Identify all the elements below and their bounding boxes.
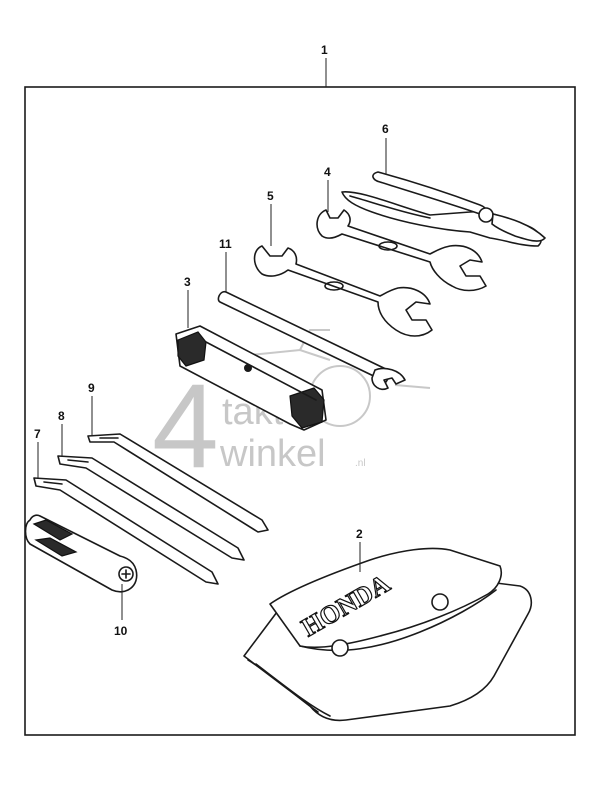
watermark-line2: winkel	[219, 433, 326, 475]
tommy-bar-icon	[217, 290, 393, 383]
screwdriver-9-icon	[87, 433, 269, 533]
screwdriver-8-icon	[57, 455, 245, 561]
box-spanner-hex-right	[289, 387, 325, 429]
screwdriver-8: 8	[57, 409, 245, 561]
callout-screwdriver-8: 8	[58, 409, 65, 423]
wrench-a-icon	[316, 209, 487, 292]
screwdriver-handle-cross	[121, 569, 131, 579]
wrench-b-icon	[253, 245, 433, 337]
tool-pouch-snap-left	[331, 639, 349, 657]
pliers-pivot	[478, 207, 494, 223]
pliers: 6	[341, 122, 546, 247]
screwdriver-handle: 10	[24, 514, 138, 638]
callout-handle: 10	[114, 624, 128, 638]
screwdriver-7-icon	[33, 477, 219, 585]
screwdriver-handle-flutes	[32, 519, 74, 541]
callout-wrench-b: 5	[267, 189, 274, 203]
screwdriver-7: 7	[33, 427, 219, 585]
screwdriver-8-groove	[67, 459, 89, 463]
box-spanner: 3	[175, 275, 327, 431]
box-spanner-hex-left	[177, 331, 207, 367]
pliers-grip	[349, 195, 431, 219]
tool-pouch: HONDA 2	[243, 527, 533, 722]
wrench-b: 5	[253, 189, 433, 337]
screwdriver-handle-flutes-2	[34, 537, 78, 557]
callout-bar: 11	[219, 237, 232, 251]
callout-screwdriver-9: 9	[88, 381, 95, 395]
watermark-suffix: .nl	[355, 458, 366, 469]
callout-wrench-a: 4	[324, 165, 331, 179]
kit-frame	[24, 86, 576, 736]
screwdriver-9: 9	[87, 381, 269, 533]
box-spanner-icon	[175, 325, 327, 431]
wrench-a-logo	[378, 241, 398, 251]
tool-pouch-snap-right	[431, 593, 449, 611]
callout-bag: 2	[356, 527, 363, 541]
wrench-a: 4	[316, 165, 487, 292]
tool-pouch-seam	[247, 659, 331, 717]
callout-kit: 1	[321, 43, 328, 57]
tommy-bar: 11	[217, 237, 406, 391]
pliers-icon	[341, 191, 542, 247]
callout-box-wrench: 3	[184, 275, 191, 289]
callout-pliers: 6	[382, 122, 389, 136]
pliers-jaw	[491, 213, 546, 242]
screwdriver-7-groove	[43, 481, 63, 485]
tool-pouch-flap	[269, 547, 503, 649]
wrench-b-logo	[324, 281, 344, 291]
box-spanner-edge	[205, 341, 317, 401]
callout-screwdriver-7: 7	[34, 427, 41, 441]
tommy-bar-end	[371, 367, 406, 391]
